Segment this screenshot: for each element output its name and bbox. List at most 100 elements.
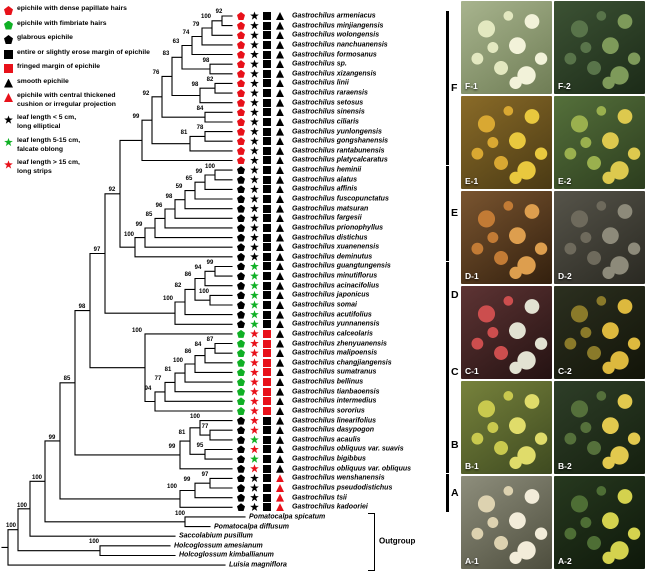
bootstrap-value: 94 xyxy=(194,265,202,271)
square-icon xyxy=(263,146,271,155)
species-name: Gastrochilus affinis xyxy=(292,185,358,193)
star-icon xyxy=(250,454,259,463)
triangle-icon xyxy=(276,493,284,502)
square-icon xyxy=(263,79,271,88)
bootstrap-value: 86 xyxy=(184,349,192,355)
pentagon-icon xyxy=(4,6,13,15)
triangle-icon xyxy=(4,78,13,88)
triangle-icon xyxy=(276,484,284,493)
species-name: Gastrochilus xuanenensis xyxy=(292,243,380,251)
species-name: Saccolabium pusillum xyxy=(179,532,253,540)
square-icon xyxy=(263,21,271,30)
triangle-icon xyxy=(276,243,284,252)
pentagon-icon xyxy=(237,40,245,49)
square-icon xyxy=(263,98,271,107)
bootstrap-value: 81 xyxy=(180,130,188,136)
square-icon xyxy=(263,464,271,473)
triangle-icon xyxy=(276,474,284,483)
star-icon xyxy=(250,233,259,242)
pentagon-icon xyxy=(237,117,245,126)
triangle-icon xyxy=(276,21,284,30)
square-icon xyxy=(263,252,271,261)
species-name: Gastrochilus prionophyllus xyxy=(292,224,384,232)
star-icon xyxy=(250,416,259,425)
pentagon-icon xyxy=(237,89,245,98)
pentagon-icon xyxy=(237,368,245,377)
photo-label: B-2 xyxy=(558,461,572,471)
star-icon xyxy=(250,40,259,49)
photo-B-1: B-1 xyxy=(461,381,552,474)
legend-item: epichile with dense papillate hairs xyxy=(4,5,189,15)
legend-label: glabrous epichile xyxy=(17,34,73,41)
triangle-icon xyxy=(276,387,284,396)
bootstrap-value: 87 xyxy=(206,337,214,343)
star-icon xyxy=(250,50,259,59)
photo-label: C-1 xyxy=(465,366,479,376)
pentagon-icon xyxy=(237,272,245,281)
photo-label: E-1 xyxy=(465,176,479,186)
species-name: Gastrochilus linii xyxy=(292,79,349,87)
species-name: Gastrochilus gongshanensis xyxy=(292,137,389,145)
bootstrap-value: 100 xyxy=(166,484,178,490)
pentagon-icon xyxy=(237,329,245,338)
pentagon-icon xyxy=(237,281,245,290)
triangle-icon xyxy=(276,117,284,126)
legend-item: leaf length < 5 cm,long elliptical xyxy=(4,114,189,132)
species-name: Gastrochilus matsuran xyxy=(292,205,369,213)
triangle-icon xyxy=(276,329,284,338)
pentagon-icon xyxy=(237,166,245,175)
triangle-icon xyxy=(276,358,284,367)
star-icon xyxy=(250,377,259,386)
square-icon xyxy=(263,358,271,367)
bootstrap-value: 100 xyxy=(204,164,216,170)
legend-label: entire or slightly erose margin of epich… xyxy=(17,48,150,56)
species-name: Gastrochilus sumatranus xyxy=(292,368,377,376)
pentagon-icon xyxy=(237,233,245,242)
species-name: Gastrochilus yunnanensis xyxy=(292,320,380,328)
bootstrap-value: 82 xyxy=(206,77,214,83)
bootstrap-value: 97 xyxy=(201,472,209,478)
star-icon xyxy=(250,175,259,184)
photo-D-1: D-1 xyxy=(461,191,552,284)
star-icon xyxy=(250,69,259,78)
triangle-icon xyxy=(276,89,284,98)
bootstrap-value: 100 xyxy=(31,475,43,481)
star-icon xyxy=(250,78,259,88)
outgroup-bracket xyxy=(368,512,375,572)
photo-label: E-2 xyxy=(558,176,572,186)
triangle-icon xyxy=(276,108,284,117)
bootstrap-value: 81 xyxy=(164,367,172,373)
triangle-icon xyxy=(276,339,284,348)
triangle-icon xyxy=(276,406,284,415)
star-icon xyxy=(250,387,259,396)
species-name: Gastrochilus zhenyuanensis xyxy=(292,340,387,348)
star-icon xyxy=(250,88,259,97)
species-name: Pomatocalpa spicatum xyxy=(249,513,326,521)
photo-F-2: F-2 xyxy=(554,1,645,94)
clade-bracket-A xyxy=(446,473,450,512)
bootstrap-value: 100 xyxy=(174,511,186,517)
pentagon-icon xyxy=(237,137,245,146)
outgroup-label: Outgroup xyxy=(379,536,416,546)
clade-bracket-E xyxy=(446,165,450,262)
species-name: Gastrochilus sororius xyxy=(292,407,365,415)
triangle-icon xyxy=(276,281,284,290)
square-icon xyxy=(263,320,271,329)
star-icon xyxy=(250,30,259,40)
square-icon xyxy=(263,89,271,98)
triangle-icon xyxy=(276,156,284,165)
clade-label-D: D xyxy=(451,289,459,302)
star-icon xyxy=(250,136,259,145)
species-name: Gastrochilus platycalcaratus xyxy=(292,156,388,164)
square-icon xyxy=(263,291,271,300)
bootstrap-value: 99 xyxy=(195,169,203,175)
photo-label: C-2 xyxy=(558,366,572,376)
legend: epichile with dense papillate hairs epich… xyxy=(4,5,189,182)
species-name: Gastrochilus kadooriei xyxy=(292,503,368,511)
triangle-icon xyxy=(276,300,284,309)
species-name: Gastrochilus tsii xyxy=(292,494,347,502)
triangle-icon xyxy=(276,503,284,512)
species-name: Gastrochilus ciliaris xyxy=(292,118,359,126)
bootstrap-value: 100 xyxy=(189,414,201,420)
